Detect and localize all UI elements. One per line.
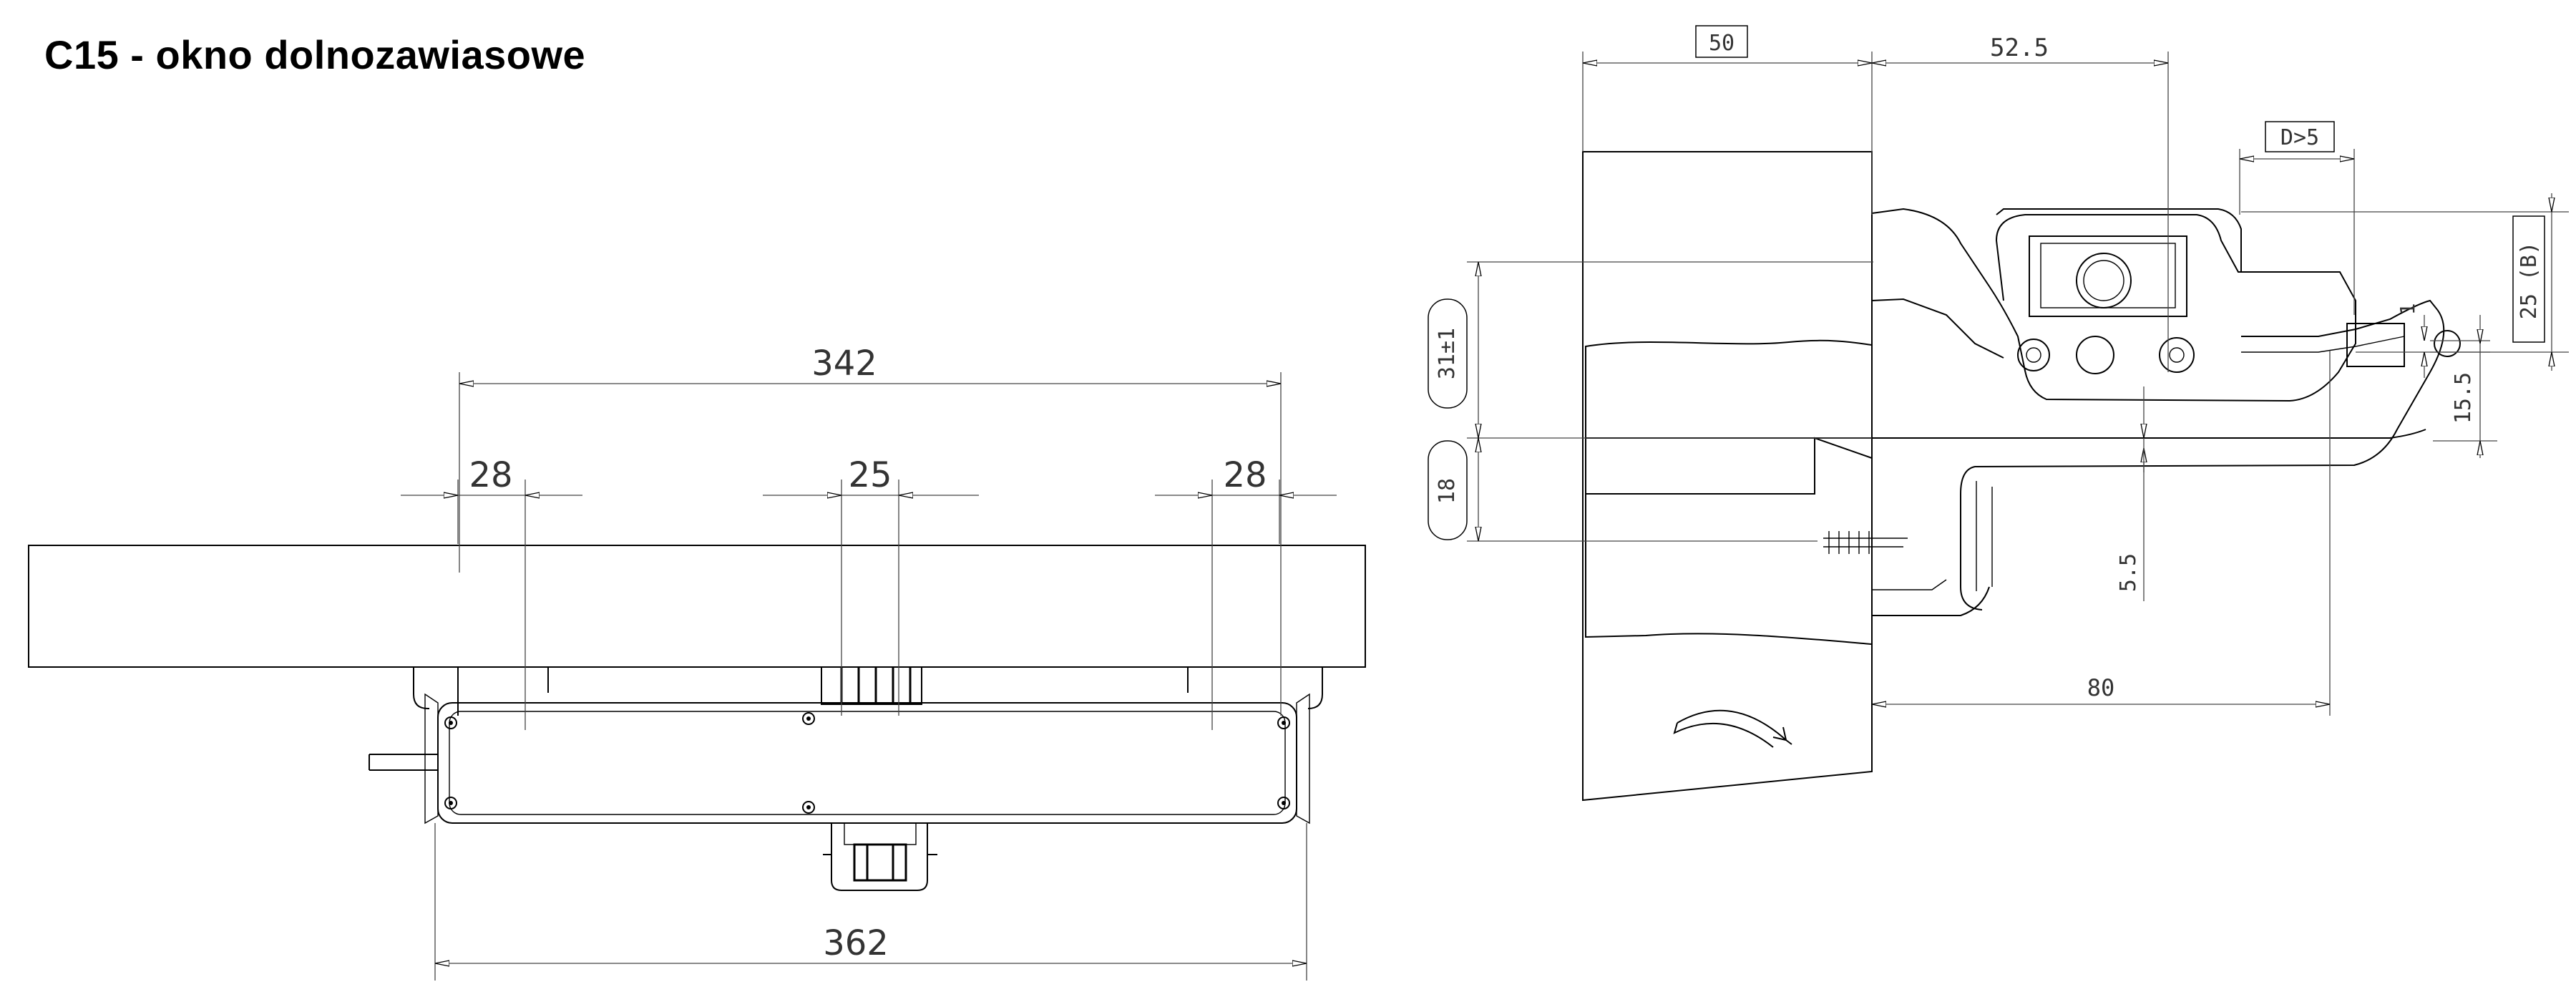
dim-overall-top: 342 (459, 344, 1282, 716)
dim-right-offset: 28 (1155, 455, 1337, 730)
dim-projection: 80 (1872, 351, 2331, 716)
dim-sash-rebate: 18 (1428, 438, 1818, 542)
mounting-bracket (1871, 208, 2356, 402)
chain-arm (1960, 299, 2445, 611)
screw-points (444, 712, 1290, 814)
dim-label-15-5: 15.5 (2451, 372, 2476, 424)
dim-label-25: 25 (848, 455, 892, 495)
dim-left-offset: 28 (401, 455, 582, 730)
dim-label-50: 50 (1709, 31, 1735, 56)
dim-label-31: 31±1 (1435, 328, 1460, 379)
dim-label-d5: D>5 (2280, 125, 2319, 150)
dim-label-342: 342 (811, 344, 877, 384)
dim-label-80: 80 (2087, 674, 2115, 701)
left-bracket (413, 666, 549, 716)
dim-label-28-left: 28 (469, 455, 512, 495)
dim-offset-small: 5.5 (2116, 386, 2144, 601)
dim-label-18: 18 (1435, 478, 1460, 504)
page-title: C15 - okno dolnozawiasowe (44, 32, 586, 77)
front-view: 342 28 25 28 (28, 344, 1366, 981)
dim-center-width: 25 (763, 455, 979, 716)
frame-section (1582, 151, 1873, 802)
dim-label-362: 362 (823, 923, 889, 963)
section-view: 50 52.5 D>5 25 (B) (1428, 25, 2569, 802)
central-clips (821, 666, 922, 705)
dim-label-52-5: 52.5 (1990, 34, 2049, 62)
sash-hatched-lower (1585, 437, 1873, 646)
dim-overlap: 31±1 (1428, 261, 1873, 439)
sash-hatched-upper (1585, 339, 1873, 439)
dim-arm-height: 15.5 (2433, 315, 2497, 458)
dim-clearance: 1 (2396, 303, 2490, 378)
dim-bracket-reach: 52.5 (1872, 34, 2169, 372)
dim-overall-bottom: 362 (434, 823, 1307, 981)
chain-outlet (823, 822, 937, 891)
dim-frame-width: 50 (1582, 25, 1873, 215)
dim-label-5-5: 5.5 (2116, 553, 2141, 592)
dim-height-b: 25 (B) (2241, 193, 2569, 371)
dim-label-25b: 25 (B) (2517, 242, 2542, 319)
dim-gap-min: D>5 (2239, 121, 2355, 315)
motor-housing (1996, 208, 2242, 374)
frame-profile (28, 545, 1366, 668)
screw (1823, 531, 1908, 554)
actuator-body (437, 702, 1297, 824)
dim-label-1: 1 (2396, 303, 2419, 316)
dim-label-28-right: 28 (1223, 455, 1267, 495)
opening-direction-arrow (1673, 709, 1792, 748)
cable (369, 754, 438, 771)
right-bracket (1187, 666, 1323, 709)
